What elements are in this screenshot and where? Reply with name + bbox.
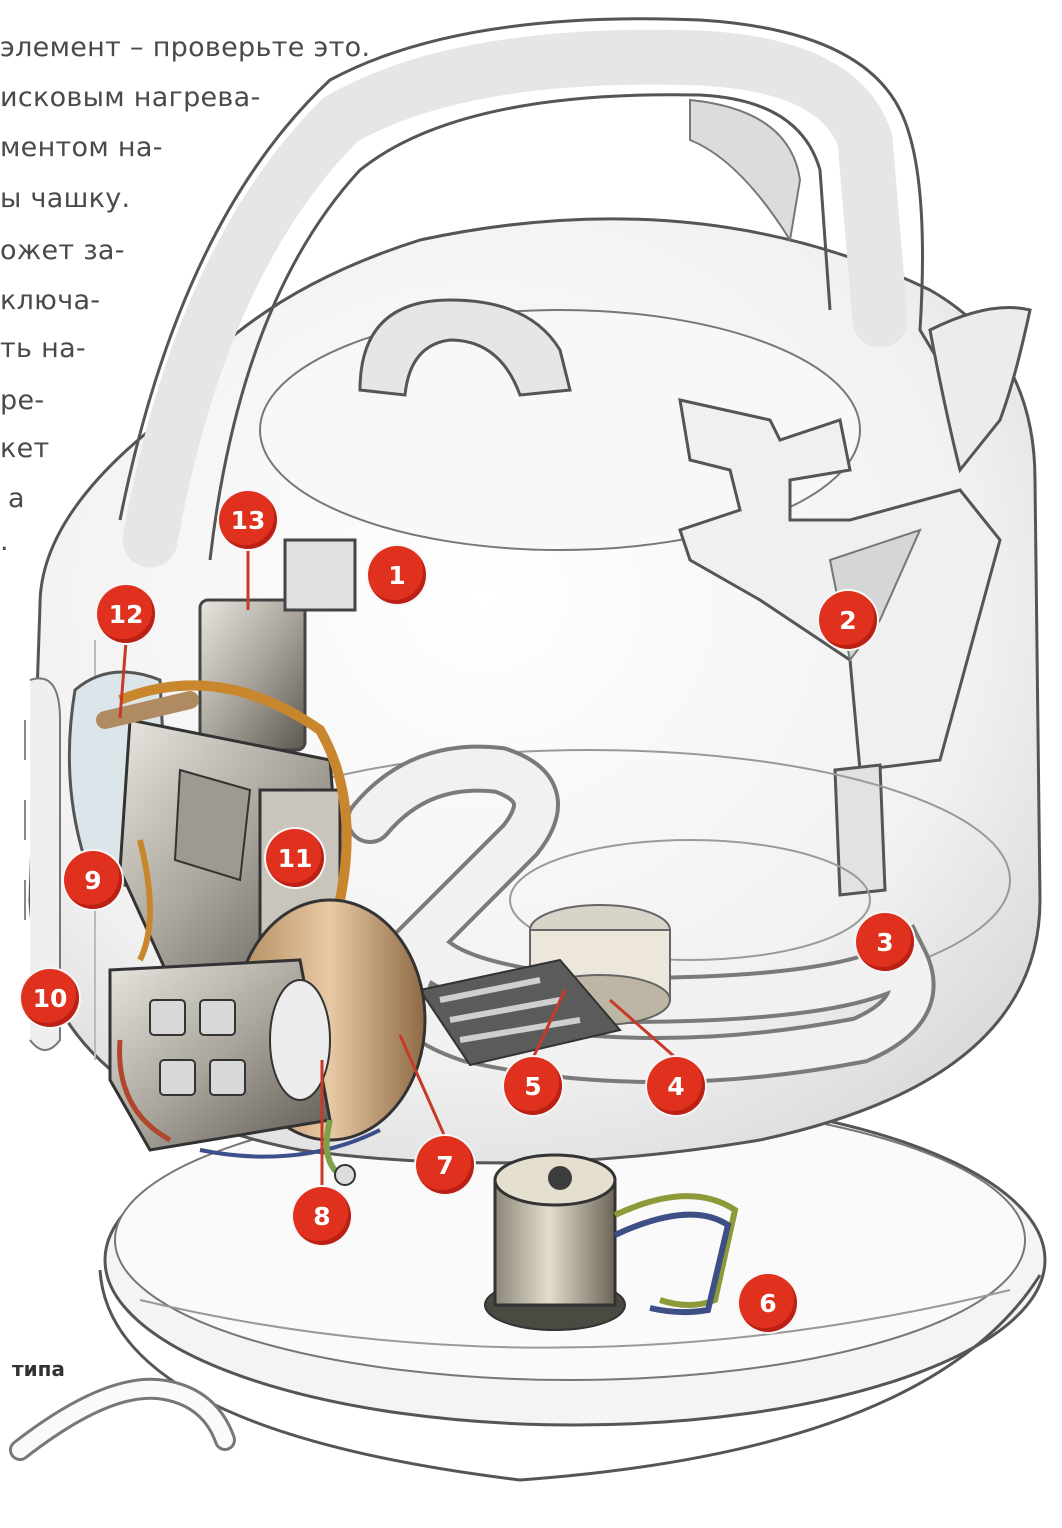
callout-10: 10 bbox=[21, 969, 79, 1027]
text-line-11: . bbox=[0, 526, 9, 557]
text-line-4: ы чашку. bbox=[0, 183, 130, 214]
callout-13: 13 bbox=[219, 491, 277, 549]
text-line-10: а bbox=[8, 483, 25, 514]
text-line-3: ментом на- bbox=[0, 132, 163, 163]
text-line-6: ключа- bbox=[0, 285, 100, 316]
text-line-7: ть на- bbox=[0, 333, 86, 364]
callout-5: 5 bbox=[504, 1057, 562, 1115]
callout-12: 12 bbox=[97, 585, 155, 643]
text-line-8: ре- bbox=[0, 385, 44, 416]
callout-1: 1 bbox=[368, 546, 426, 604]
callout-11: 11 bbox=[266, 829, 324, 887]
callout-8: 8 bbox=[293, 1187, 351, 1245]
callout-6: 6 bbox=[739, 1274, 797, 1332]
callout-2: 2 bbox=[819, 591, 877, 649]
callout-9: 9 bbox=[64, 851, 122, 909]
text-line-2: исковым нагрева- bbox=[0, 82, 261, 113]
text-line-9: кет bbox=[0, 433, 50, 464]
callout-3: 3 bbox=[856, 913, 914, 971]
figure-caption: типа bbox=[12, 1357, 65, 1381]
callout-7: 7 bbox=[416, 1136, 474, 1194]
text-line-5: ожет за- bbox=[0, 235, 125, 266]
callout-4: 4 bbox=[647, 1057, 705, 1115]
text-line-1: элемент – проверьте это. bbox=[0, 32, 370, 63]
